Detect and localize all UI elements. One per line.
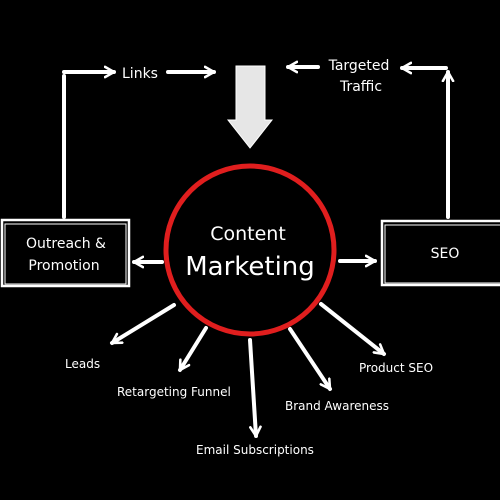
input-down-arrow [226,65,274,149]
outreach-label-line1: Outreach & [26,236,106,252]
arrow-to-leads [110,303,176,345]
arrow-to-email-subscriptions [248,338,262,438]
seo-box [380,219,500,287]
arrow-to-retargeting-funnel [178,326,208,372]
seo-box-inner-outline [384,224,500,284]
output-label-leads: Leads [65,357,100,371]
links-label: Links [122,66,158,82]
center-circle [163,163,337,337]
arrow-to-product-seo [319,302,386,356]
center-label-line2: Marketing [185,252,315,282]
targeted-traffic-label-line2: Traffic [339,79,382,95]
output-label-product-seo: Product SEO [359,361,433,375]
outreach-box-inner-outline [4,223,127,285]
output-label-email-subscriptions: Email Subscriptions [196,443,314,457]
arrow-to-brand-awareness [288,327,332,391]
outreach-label-line2: Promotion [28,258,99,274]
output-label-retargeting-funnel: Retargeting Funnel [117,385,231,399]
center-label-line1: Content [210,223,286,245]
outreach-promotion-box [0,218,131,288]
seo-label: SEO [431,246,460,262]
targeted-traffic-label-line1: Targeted [328,58,390,74]
output-label-brand-awareness: Brand Awareness [285,399,389,413]
